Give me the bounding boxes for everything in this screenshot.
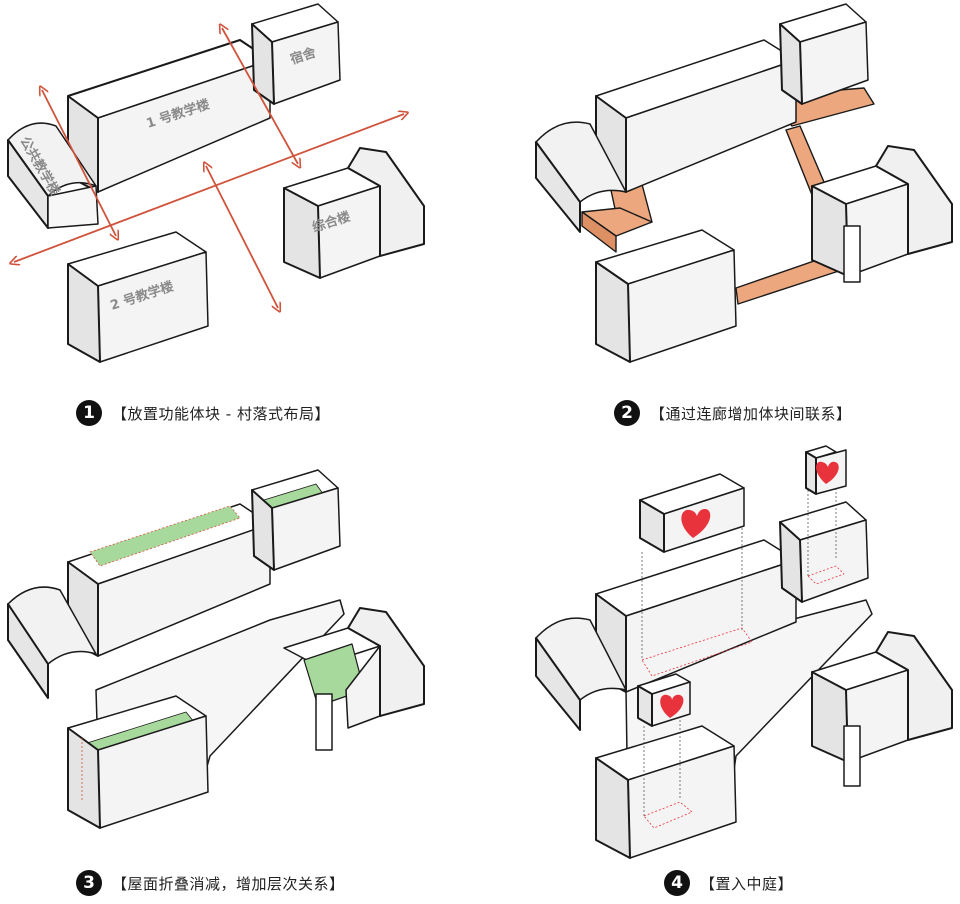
caption-3: 3 【屋面折叠消减，增加层次关系】 bbox=[76, 868, 345, 898]
panel-4 bbox=[535, 445, 953, 859]
caption-4: 4 【置入中庭】 bbox=[664, 868, 793, 898]
panel-1: 1 号教学楼 宿舍 公共教学楼 综合楼 2 号教学楼 bbox=[7, 3, 425, 363]
tower-p3 bbox=[315, 693, 333, 751]
caption-2: 2 【通过连廊增加体块间联系】 bbox=[614, 398, 852, 428]
step-number-badge: 1 bbox=[76, 400, 102, 426]
courtyard-projections bbox=[641, 480, 837, 816]
complex-roof-p4 bbox=[875, 631, 953, 741]
courtyard-footprints bbox=[641, 565, 845, 829]
courtyard-block-3 bbox=[637, 673, 691, 727]
caption-text: 【通过连廊增加体块间联系】 bbox=[650, 404, 852, 423]
panel-3 bbox=[7, 469, 425, 829]
public-building-p2 bbox=[535, 121, 627, 203]
step-number-badge: 4 bbox=[664, 870, 690, 896]
tower-p4 bbox=[843, 725, 861, 787]
dorm-building-p2-side bbox=[779, 23, 803, 105]
axis-arrow-center bbox=[206, 166, 278, 308]
public-building-p3 bbox=[7, 586, 97, 665]
axis-arrows bbox=[14, 28, 404, 308]
courtyard-block-2 bbox=[805, 445, 847, 495]
heart-icon bbox=[681, 509, 711, 538]
public-building-p3-side bbox=[7, 603, 49, 699]
caption-text: 【屋面折叠消减，增加层次关系】 bbox=[112, 874, 345, 893]
caption-text: 【置入中庭】 bbox=[700, 874, 794, 893]
teaching-building-2-p4-side bbox=[595, 757, 631, 859]
axis-arrow-west bbox=[42, 90, 116, 236]
caption-1: 1 【放置功能体块 - 村落式布局】 bbox=[76, 398, 330, 428]
heart-icon bbox=[660, 694, 684, 718]
heart-icon bbox=[816, 461, 839, 484]
complex-roof-p2 bbox=[875, 145, 953, 255]
step-number-badge: 2 bbox=[614, 400, 640, 426]
public-building-p4-side bbox=[535, 637, 581, 731]
dorm-building-p4-side bbox=[779, 521, 803, 603]
caption-text: 【放置功能体块 - 村落式布局】 bbox=[112, 404, 330, 423]
public-building-p2-side bbox=[535, 141, 581, 233]
teaching-building-2-p3-side bbox=[67, 727, 101, 829]
green-roof-1 bbox=[89, 505, 241, 567]
teaching-building-2-p2-side bbox=[595, 261, 631, 363]
dorm-building-p3-side bbox=[251, 489, 275, 571]
complex-roof-p3 bbox=[347, 607, 425, 717]
panel-2 bbox=[535, 3, 953, 363]
complex-building bbox=[283, 147, 425, 279]
public-building-p4 bbox=[535, 617, 627, 701]
axis-arrow-east bbox=[222, 28, 298, 164]
step-number-badge: 3 bbox=[76, 870, 102, 896]
tower-p2 bbox=[843, 225, 861, 283]
